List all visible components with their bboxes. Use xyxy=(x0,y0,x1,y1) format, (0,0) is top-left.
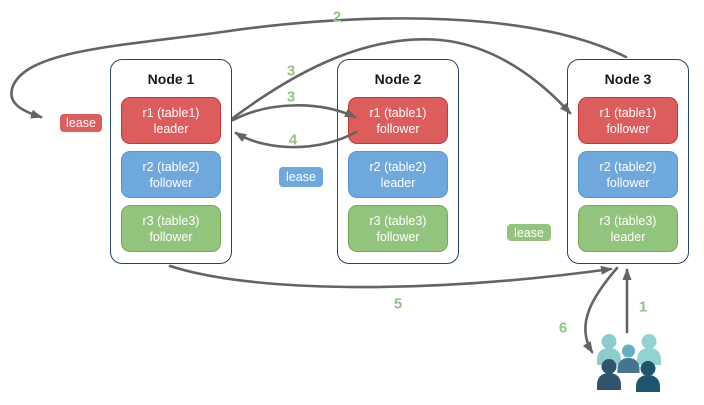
replica-role: leader xyxy=(380,175,416,190)
replica-role: leader xyxy=(153,121,189,136)
lease-label-green: lease xyxy=(505,222,553,243)
arrow-step5 xyxy=(168,264,613,289)
replica-name: r1 (table1) xyxy=(142,105,200,120)
replica-name: r3 (table3) xyxy=(142,213,200,228)
lease-label-red: lease xyxy=(58,112,104,134)
replica-name: r2 (table2) xyxy=(142,159,200,174)
node-1-replica-r3: r3 (table3) follower xyxy=(121,205,221,252)
node-1: Node 1 r1 (table1) leader r2 (table2) fo… xyxy=(110,59,232,264)
step-label-3a: 3 xyxy=(286,62,296,80)
replica-role: follower xyxy=(606,121,650,136)
replica-name: r2 (table2) xyxy=(369,159,427,174)
replica-name: r2 (table2) xyxy=(599,159,657,174)
step-label-3b: 3 xyxy=(286,88,296,106)
arrow-step2 xyxy=(10,17,628,119)
users-group-icon xyxy=(597,334,661,392)
node-1-title: Node 1 xyxy=(147,71,195,87)
node-2-replica-r1: r1 (table1) follower xyxy=(348,97,448,144)
replica-name: r1 (table1) xyxy=(599,105,657,120)
user-top-right xyxy=(637,334,661,365)
replica-role: follower xyxy=(149,229,193,244)
node-3: Node 3 r1 (table1) follower r2 (table2) … xyxy=(567,59,689,264)
replica-role: follower xyxy=(376,121,420,136)
node-3-replica-r1: r1 (table1) follower xyxy=(578,97,678,144)
step-label-6: 6 xyxy=(558,319,568,337)
node-1-replica-r1: r1 (table1) leader xyxy=(121,97,221,144)
node-2-replica-r3: r3 (table3) follower xyxy=(348,205,448,252)
replica-role: follower xyxy=(376,229,420,244)
replica-role: leader xyxy=(610,229,646,244)
replica-name: r3 (table3) xyxy=(599,213,657,228)
step-label-2: 2 xyxy=(332,8,342,26)
replica-name: r3 (table3) xyxy=(369,213,427,228)
step-label-5: 5 xyxy=(393,295,403,313)
node-2-replica-r2: r2 (table2) leader xyxy=(348,151,448,198)
step-label-4: 4 xyxy=(288,131,298,149)
node-2: Node 2 r1 (table1) follower r2 (table2) … xyxy=(337,59,459,264)
lease-label-blue: lease xyxy=(277,165,325,189)
user-bottom-left xyxy=(597,359,621,390)
node-1-replica-r2: r2 (table2) follower xyxy=(121,151,221,198)
node-2-title: Node 2 xyxy=(374,71,422,87)
step-label-1: 1 xyxy=(638,298,648,316)
replica-role: follower xyxy=(149,175,193,190)
replica-role: follower xyxy=(606,175,650,190)
user-bottom-right xyxy=(636,361,660,392)
user-center xyxy=(617,344,640,373)
replica-name: r1 (table1) xyxy=(369,105,427,120)
node-3-replica-r3: r3 (table3) leader xyxy=(578,205,678,252)
node-3-replica-r2: r2 (table2) follower xyxy=(578,151,678,198)
node-3-title: Node 3 xyxy=(604,71,652,87)
